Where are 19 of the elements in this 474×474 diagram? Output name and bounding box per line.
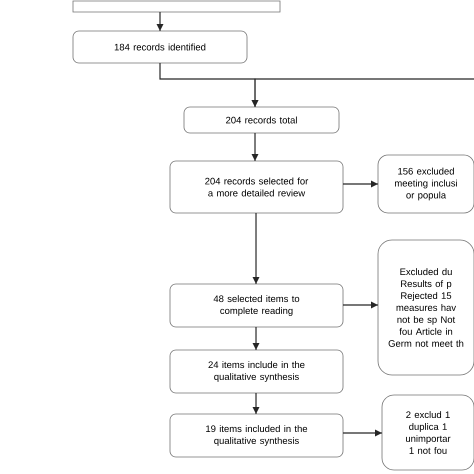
arrow [156,12,164,31]
exclusion-box: Excluded du Results of p Rejected 15 measures hav not be sp Not fou Article in Germ not meet th [378,240,474,376]
arrow [343,430,382,436]
process-box: 204 records total [184,106,340,134]
arrow [252,327,260,350]
process-box [72,0,280,12]
arrow [252,213,260,284]
process-box: 184 records identified [72,30,248,64]
process-box: 19 items included in the qualitative synthesis [170,414,344,458]
exclusion-box: 2 exclud 1 duplica 1 unimportar 1 not fou [382,394,474,470]
arrow [252,133,258,161]
process-box: 48 selected items to complete reading [170,284,344,328]
arrow [343,302,378,308]
arrow [252,393,260,414]
process-box: 204 records selected for a more detailed review [170,160,344,214]
arrow [343,180,378,188]
arrow [252,78,474,107]
exclusion-box: 156 excluded meeting inclusi or popula [378,154,474,214]
process-box: 24 items include in the qualitative synthesis [170,350,344,394]
